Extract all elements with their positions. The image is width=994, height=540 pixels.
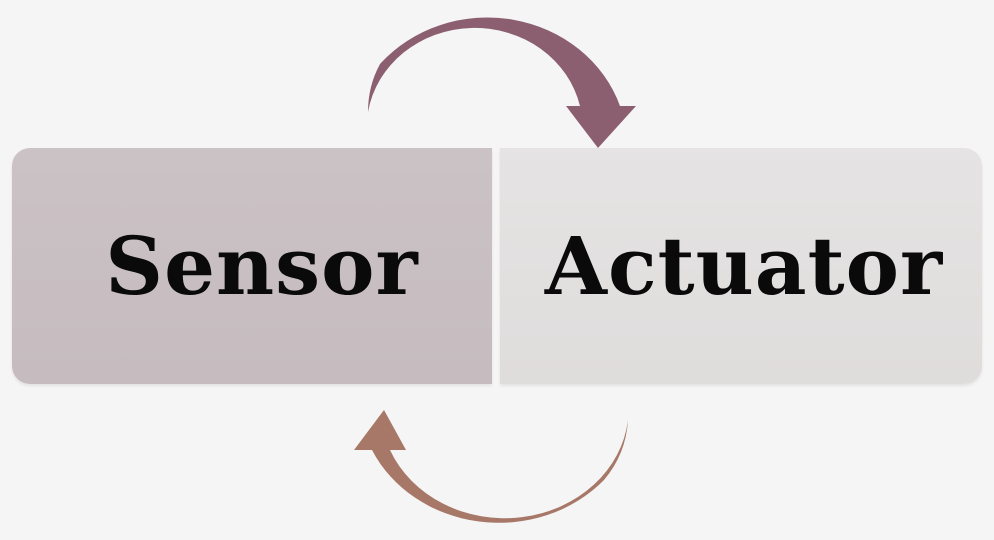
actuator-label: Actuator: [544, 219, 944, 313]
sensor-box: Sensor: [12, 148, 492, 384]
sensor-label: Sensor: [105, 219, 419, 313]
bottom-cycle-arrow: [354, 398, 628, 523]
actuator-box: Actuator: [500, 148, 982, 384]
top-cycle-arrow: [368, 17, 636, 149]
